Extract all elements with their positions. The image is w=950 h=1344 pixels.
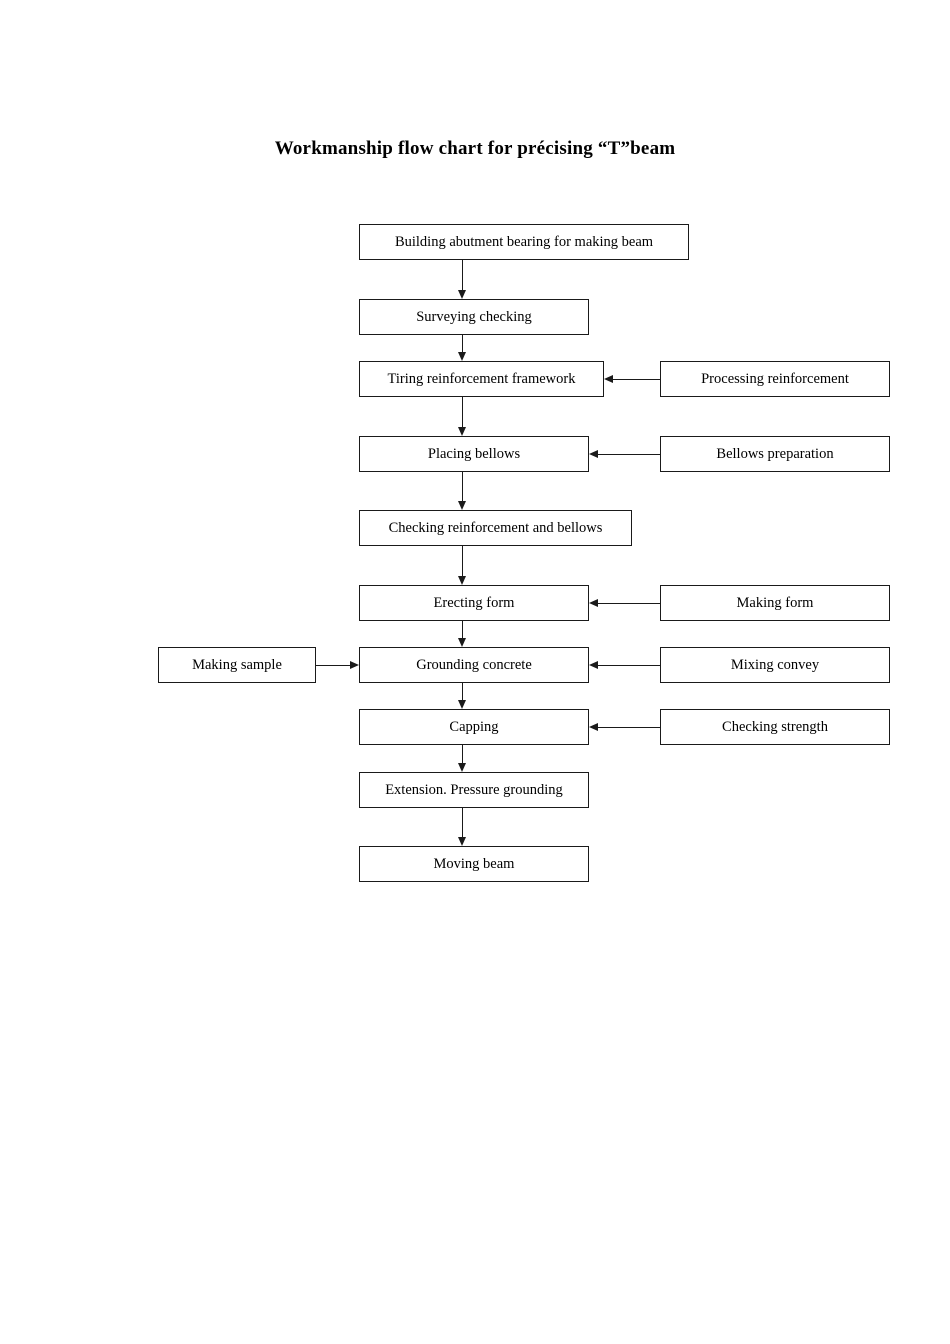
connector-checking-strength-to-capping [598, 727, 660, 728]
connector-n3-to-n4 [462, 397, 463, 427]
connector-n7-to-n8 [462, 683, 463, 700]
connector-n1-to-n2 [462, 260, 463, 290]
flow-node-checking-strength[interactable]: Checking strength [660, 709, 890, 745]
flow-node-moving-beam[interactable]: Moving beam [359, 846, 589, 882]
arrowhead-n9-to-n10 [457, 837, 466, 846]
arrowhead-n6-to-n7 [457, 638, 466, 647]
connector-mixing-convey-to-grounding-concrete [598, 665, 660, 666]
flow-node-processing-reinforcement[interactable]: Processing reinforcement [660, 361, 890, 397]
arrowhead-n3-to-n4 [457, 427, 466, 436]
connector-n8-to-n9 [462, 745, 463, 763]
flow-node-making-sample[interactable]: Making sample [158, 647, 316, 683]
arrowhead-n4-to-n5 [457, 501, 466, 510]
flow-node-grounding-concrete[interactable]: Grounding concrete [359, 647, 589, 683]
connector-bellows-preparation-to-placing-bellows [598, 454, 660, 455]
flow-node-building-abutment-bearing[interactable]: Building abutment bearing for making bea… [359, 224, 689, 260]
arrowhead-making-form [589, 598, 598, 607]
arrowhead-processing-reinforcement [604, 374, 613, 383]
arrowhead-mixing-convey [589, 660, 598, 669]
connector-n6-to-n7 [462, 621, 463, 638]
arrowhead-n5-to-n6 [457, 576, 466, 585]
flow-node-placing-bellows[interactable]: Placing bellows [359, 436, 589, 472]
flow-node-erecting-form[interactable]: Erecting form [359, 585, 589, 621]
flow-node-mixing-convey[interactable]: Mixing convey [660, 647, 890, 683]
flow-node-bellows-preparation[interactable]: Bellows preparation [660, 436, 890, 472]
flow-node-making-form[interactable]: Making form [660, 585, 890, 621]
flow-node-tiring-reinforcement-framework[interactable]: Tiring reinforcement framework [359, 361, 604, 397]
page-title: Workmanship flow chart for précising “T”… [274, 138, 676, 159]
connector-making-sample-to-grounding-concrete [316, 665, 350, 666]
connector-n9-to-n10 [462, 808, 463, 837]
connector-n4-to-n5 [462, 472, 463, 501]
arrowhead-n1-to-n2 [457, 290, 466, 299]
arrowhead-checking-strength [589, 722, 598, 731]
flow-node-capping[interactable]: Capping [359, 709, 589, 745]
arrowhead-bellows-preparation [589, 449, 598, 458]
connector-n2-to-n3 [462, 335, 463, 352]
flow-node-extension-pressure-grounding[interactable]: Extension. Pressure grounding [359, 772, 589, 808]
arrowhead-n8-to-n9 [457, 763, 466, 772]
connector-n5-to-n6 [462, 546, 463, 576]
flow-node-surveying-checking[interactable]: Surveying checking [359, 299, 589, 335]
flow-node-checking-reinforcement-and-bellows[interactable]: Checking reinforcement and bellows [359, 510, 632, 546]
arrowhead-n2-to-n3 [457, 352, 466, 361]
connector-processing-reinforcement-to-tiring [613, 379, 660, 380]
connector-making-form-to-erecting-form [598, 603, 660, 604]
arrowhead-n7-to-n8 [457, 700, 466, 709]
arrowhead-making-sample [350, 660, 359, 669]
